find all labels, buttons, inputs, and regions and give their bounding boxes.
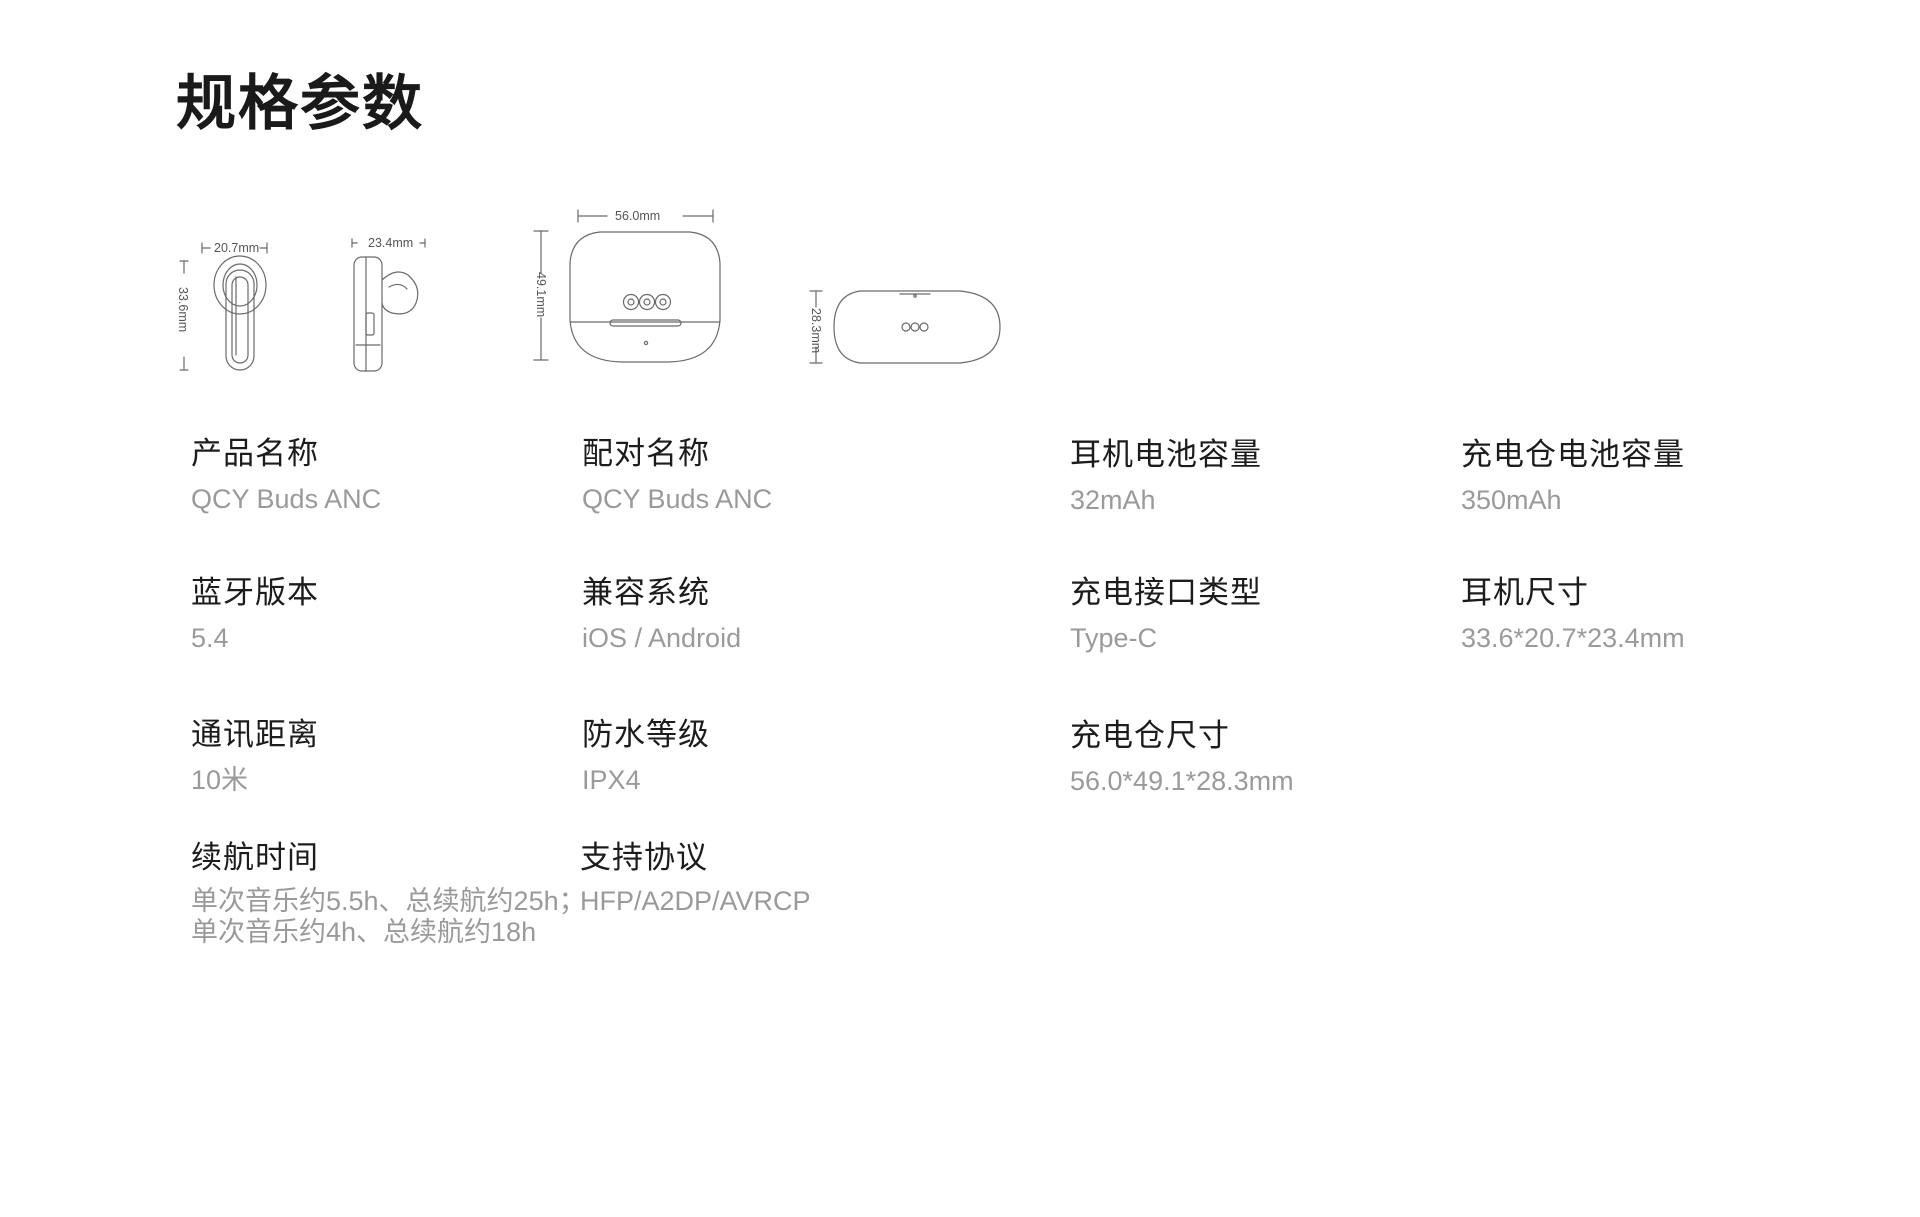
spec-value-line1: 单次音乐约5.5h、总续航约25h； bbox=[191, 886, 586, 916]
product-dimension-diagram: 20.7mm 23.4mm 56.0mm 33.6mm 49.1mm 28.3m… bbox=[170, 195, 1020, 380]
spec-label: 充电仓尺寸 bbox=[1070, 718, 1230, 754]
spec-label: 支持协议 bbox=[580, 840, 708, 876]
spec-charging-port: 充电接口类型 Type-C bbox=[1070, 573, 1262, 654]
case-front-drawing bbox=[533, 209, 721, 363]
page-title: 规格参数 bbox=[176, 69, 424, 139]
qcy-logo-small bbox=[901, 322, 929, 332]
spec-value: 33.6*20.7*23.4mm bbox=[1461, 623, 1685, 653]
spec-value: Type-C bbox=[1070, 623, 1158, 653]
earbud-width-label: 20.7mm bbox=[214, 241, 259, 255]
spec-label: 充电接口类型 bbox=[1070, 575, 1262, 611]
spec-label: 续航时间 bbox=[191, 840, 319, 876]
spec-label: 防水等级 bbox=[582, 717, 710, 753]
spec-waterproof: 防水等级 IPX4 bbox=[582, 715, 710, 796]
spec-pairing-name: 配对名称 QCY Buds ANC bbox=[582, 434, 772, 515]
spec-case-size: 充电仓尺寸 56.0*49.1*28.3mm bbox=[1070, 716, 1294, 797]
earbud-height-label: 33.6mm bbox=[176, 287, 190, 332]
spec-label: 蓝牙版本 bbox=[191, 575, 319, 611]
spec-value: QCY Buds ANC bbox=[191, 484, 382, 514]
spec-label: 配对名称 bbox=[582, 436, 710, 472]
spec-value: 5.4 bbox=[191, 623, 229, 653]
spec-value: IPX4 bbox=[582, 765, 641, 795]
earbud-depth-label: 23.4mm bbox=[368, 236, 413, 250]
case-depth-label: 28.3mm bbox=[809, 308, 823, 353]
case-top-drawing bbox=[809, 290, 1001, 364]
spec-value: 350mAh bbox=[1461, 485, 1562, 515]
spec-value: iOS / Android bbox=[582, 623, 742, 653]
spec-label: 兼容系统 bbox=[582, 575, 710, 611]
spec-compatibility: 兼容系统 iOS / Android bbox=[582, 573, 741, 654]
spec-value: QCY Buds ANC bbox=[582, 484, 773, 514]
case-height-label: 49.1mm bbox=[534, 272, 548, 317]
spec-value: 10米 bbox=[191, 765, 249, 795]
spec-bluetooth-version: 蓝牙版本 5.4 bbox=[191, 573, 319, 654]
qcy-logo-mark bbox=[622, 293, 672, 311]
spec-value: 32mAh bbox=[1070, 485, 1156, 515]
spec-product-name: 产品名称 QCY Buds ANC bbox=[191, 434, 381, 515]
earbud-side-drawing bbox=[351, 238, 426, 372]
spec-label: 充电仓电池容量 bbox=[1461, 437, 1685, 473]
spec-label: 耳机电池容量 bbox=[1070, 437, 1262, 473]
spec-value: 56.0*49.1*28.3mm bbox=[1070, 766, 1294, 796]
spec-label: 产品名称 bbox=[191, 436, 319, 472]
spec-earbud-battery: 耳机电池容量 32mAh bbox=[1070, 435, 1262, 516]
spec-battery-life: 续航时间 单次音乐约5.5h、总续航约25h； 单次音乐约4h、总续航约18h bbox=[191, 838, 586, 948]
case-width-label: 56.0mm bbox=[615, 209, 660, 223]
spec-value-line2: 单次音乐约4h、总续航约18h bbox=[191, 917, 537, 947]
spec-label: 耳机尺寸 bbox=[1461, 575, 1589, 611]
spec-protocols: 支持协议 HFP/A2DP/AVRCP bbox=[580, 838, 811, 917]
spec-value: HFP/A2DP/AVRCP bbox=[580, 886, 811, 916]
earbud-front-drawing bbox=[179, 242, 268, 371]
spec-earbud-size: 耳机尺寸 33.6*20.7*23.4mm bbox=[1461, 573, 1685, 654]
spec-label: 通讯距离 bbox=[191, 717, 319, 753]
spec-range: 通讯距离 10米 bbox=[191, 715, 319, 796]
spec-case-battery: 充电仓电池容量 350mAh bbox=[1461, 435, 1685, 516]
